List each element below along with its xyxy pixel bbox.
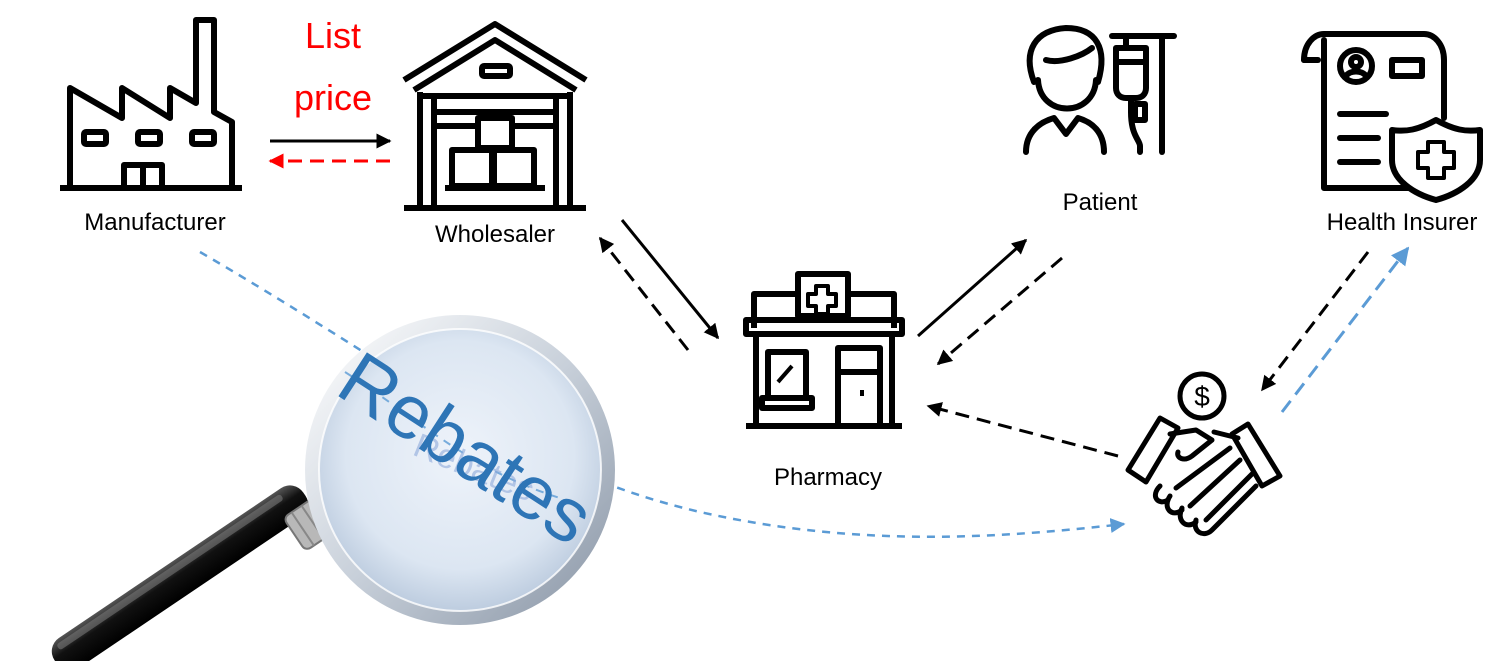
list-price-line2: price (294, 77, 372, 118)
wholesaler-label: Wholesaler (435, 221, 555, 248)
warehouse-icon (402, 21, 588, 211)
magnifier-lens (305, 315, 615, 625)
arrow-insurer-to-pbm (1260, 251, 1370, 392)
pharmacy-label: Pharmacy (774, 464, 882, 491)
arrow-pbm-to-pharmacy (926, 402, 1119, 458)
arrow-pbm-to-insurer (1280, 246, 1410, 413)
health-insurer-label: Health Insurer (1327, 209, 1478, 236)
manufacturer-label: Manufacturer (84, 209, 225, 236)
svg-text:$: $ (1194, 381, 1210, 412)
patient-label: Patient (1063, 189, 1138, 216)
arrow-pharmacy-to-patient (917, 238, 1028, 338)
list-price-line1: List (305, 15, 361, 56)
arrow-patient-to-pharmacy (936, 256, 1063, 366)
insurance-document-icon (1301, 31, 1483, 203)
magnifying-glass-icon: Rebates Rebates (51, 315, 615, 661)
patient-icon (1023, 25, 1177, 155)
arrow-wholesaler-to-pharmacy (620, 219, 720, 340)
pharmacy-icon (743, 271, 905, 429)
arrow-pharmacy-to-wholesaler (598, 236, 690, 351)
factory-icon (60, 17, 242, 191)
handshake-dollar-icon: $ (1125, 371, 1283, 537)
